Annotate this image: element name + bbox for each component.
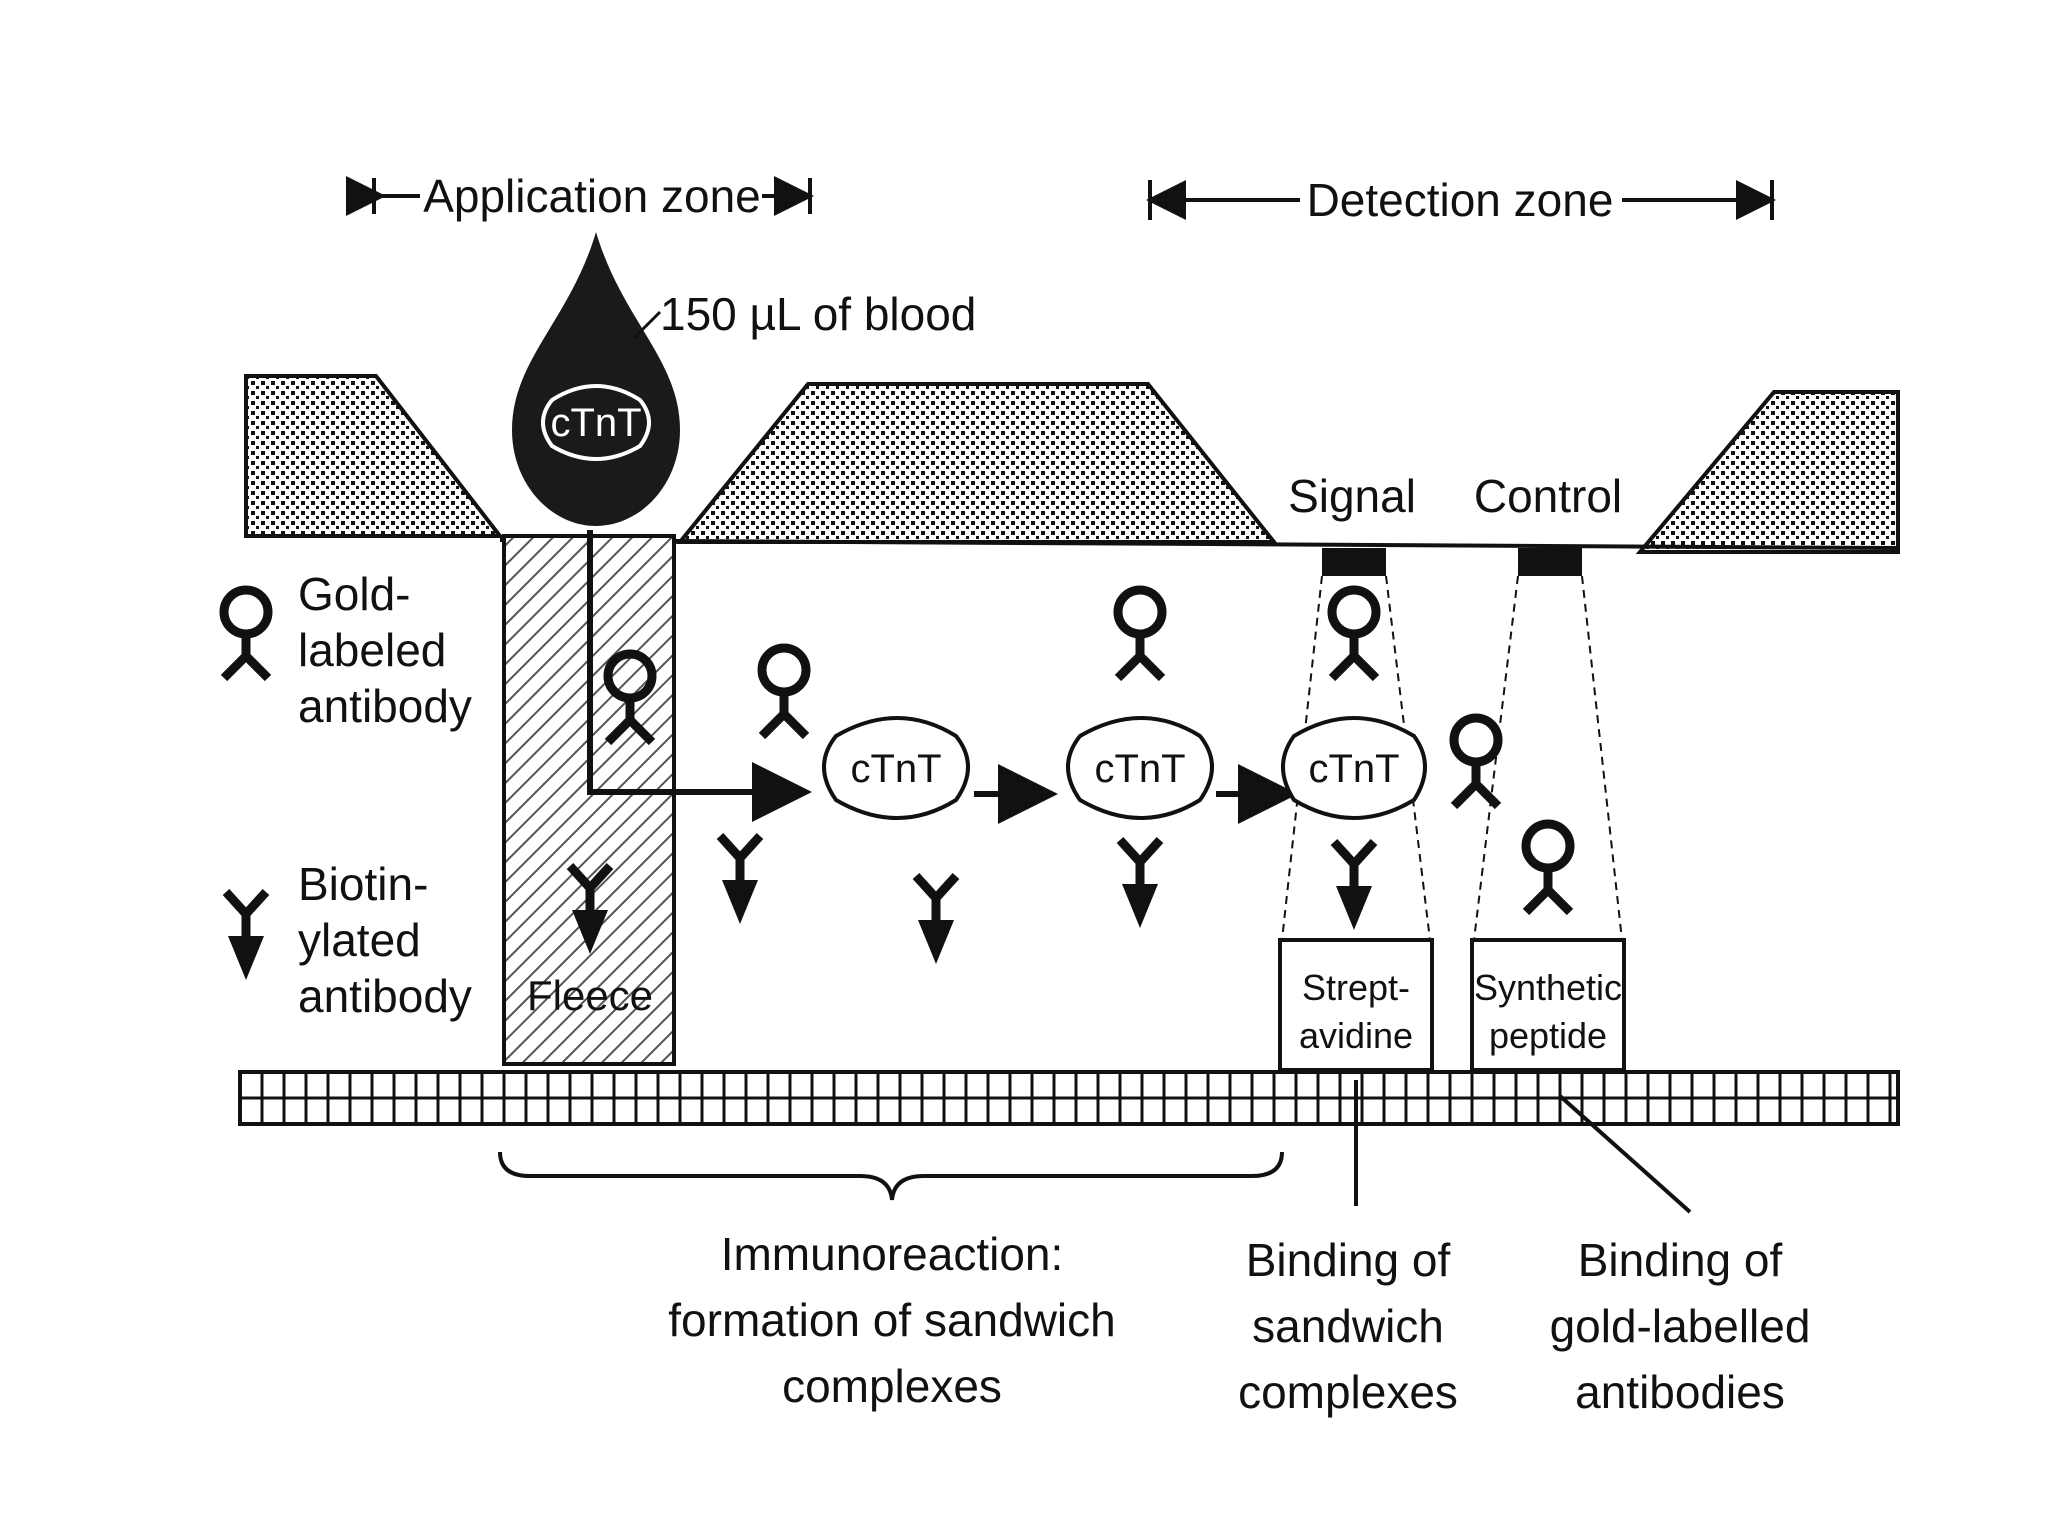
streptavidine-line2: avidine [1299, 1015, 1413, 1056]
immunoreaction-brace [498, 1151, 1284, 1201]
legend-gold-antibody: Gold- labeled antibody [224, 568, 472, 732]
biotin-antibody-icon [226, 892, 266, 980]
peptide-line2: peptide [1489, 1015, 1607, 1056]
sample-pad-left [244, 374, 505, 538]
drop-ctnt-label: cTnT [550, 401, 641, 445]
streptavidine-box: Strept- avidine [1278, 938, 1434, 1072]
control-label: Control [1474, 470, 1622, 522]
gold-antibody-unbound [1454, 718, 1498, 806]
gold-antibody-control [1526, 824, 1570, 912]
caption-immunoreaction: Immunoreaction: formation of sandwich co… [668, 1228, 1115, 1412]
binding-sandwich-line3: complexes [1238, 1366, 1458, 1418]
blood-drop: cTnT [512, 232, 680, 526]
binding-gold-line2: gold-labelled [1550, 1300, 1811, 1352]
gold-antibody-icon [224, 590, 268, 678]
streptavidine-line1: Strept- [1302, 967, 1410, 1008]
binding-sandwich-line1: Binding of [1246, 1234, 1451, 1286]
gold-antibody-free [762, 648, 806, 736]
ctnt-complex-3: cTnT [1281, 716, 1427, 820]
detection-zone-header: Detection zone [1146, 174, 1776, 226]
leader-binding-gold [1558, 1094, 1692, 1214]
legend-biotin-line3: antibody [298, 970, 472, 1022]
control-line: Control [1473, 470, 1623, 941]
legend-biotin-antibody: Biotin- ylated antibody [226, 858, 472, 1022]
binding-gold-line3: antibodies [1575, 1366, 1785, 1418]
legend-biotin-line1: Biotin- [298, 858, 428, 910]
conjugate-pad [675, 382, 1279, 544]
synthetic-peptide-box: Synthetic peptide [1470, 938, 1626, 1072]
peptide-line1: Synthetic [1474, 967, 1622, 1008]
immunoreaction-line3: complexes [782, 1360, 1002, 1412]
legend-gold-line3: antibody [298, 680, 472, 732]
complex-2-label: cTnT [1094, 747, 1185, 791]
legend-gold-line2: labeled [298, 624, 446, 676]
legend-biotin-line2: ylated [298, 914, 421, 966]
binding-gold-line1: Binding of [1578, 1234, 1783, 1286]
immunoreaction-line1: Immunoreaction: [721, 1228, 1064, 1280]
flow-path [587, 530, 812, 822]
complex-3-label: cTnT [1308, 747, 1399, 791]
biotin-antibody-free [720, 836, 760, 924]
legend-gold-line1: Gold- [298, 568, 410, 620]
immunoreaction-line2: formation of sandwich [668, 1294, 1115, 1346]
biotin-antibody-complex-2 [1120, 840, 1160, 928]
complex-1-label: cTnT [850, 747, 941, 791]
biotin-antibody-signal [1334, 842, 1374, 930]
gold-antibody-complex-2 [1118, 590, 1162, 678]
backing-strip [238, 1070, 1900, 1126]
application-zone-label: Application zone [423, 170, 761, 222]
gold-antibody-signal [1332, 590, 1376, 678]
blood-volume-label: 150 µL of blood [660, 288, 976, 340]
absorbent-pad [1635, 390, 1900, 554]
volume-leader-line [632, 310, 662, 340]
ctnt-complex-2: cTnT [1066, 716, 1214, 820]
application-zone-header: Application zone [346, 170, 814, 222]
fleece-label: Fleece [527, 972, 653, 1019]
detection-zone-label: Detection zone [1307, 174, 1614, 226]
signal-label: Signal [1288, 470, 1416, 522]
ctnt-complex-1: cTnT [822, 716, 970, 820]
caption-binding-sandwich: Binding of sandwich complexes [1238, 1234, 1458, 1418]
caption-binding-gold: Binding of gold-labelled antibodies [1550, 1234, 1811, 1418]
biotin-antibody-free-2 [916, 876, 956, 964]
membrane-top-line [499, 538, 1899, 550]
binding-sandwich-line2: sandwich [1252, 1300, 1444, 1352]
